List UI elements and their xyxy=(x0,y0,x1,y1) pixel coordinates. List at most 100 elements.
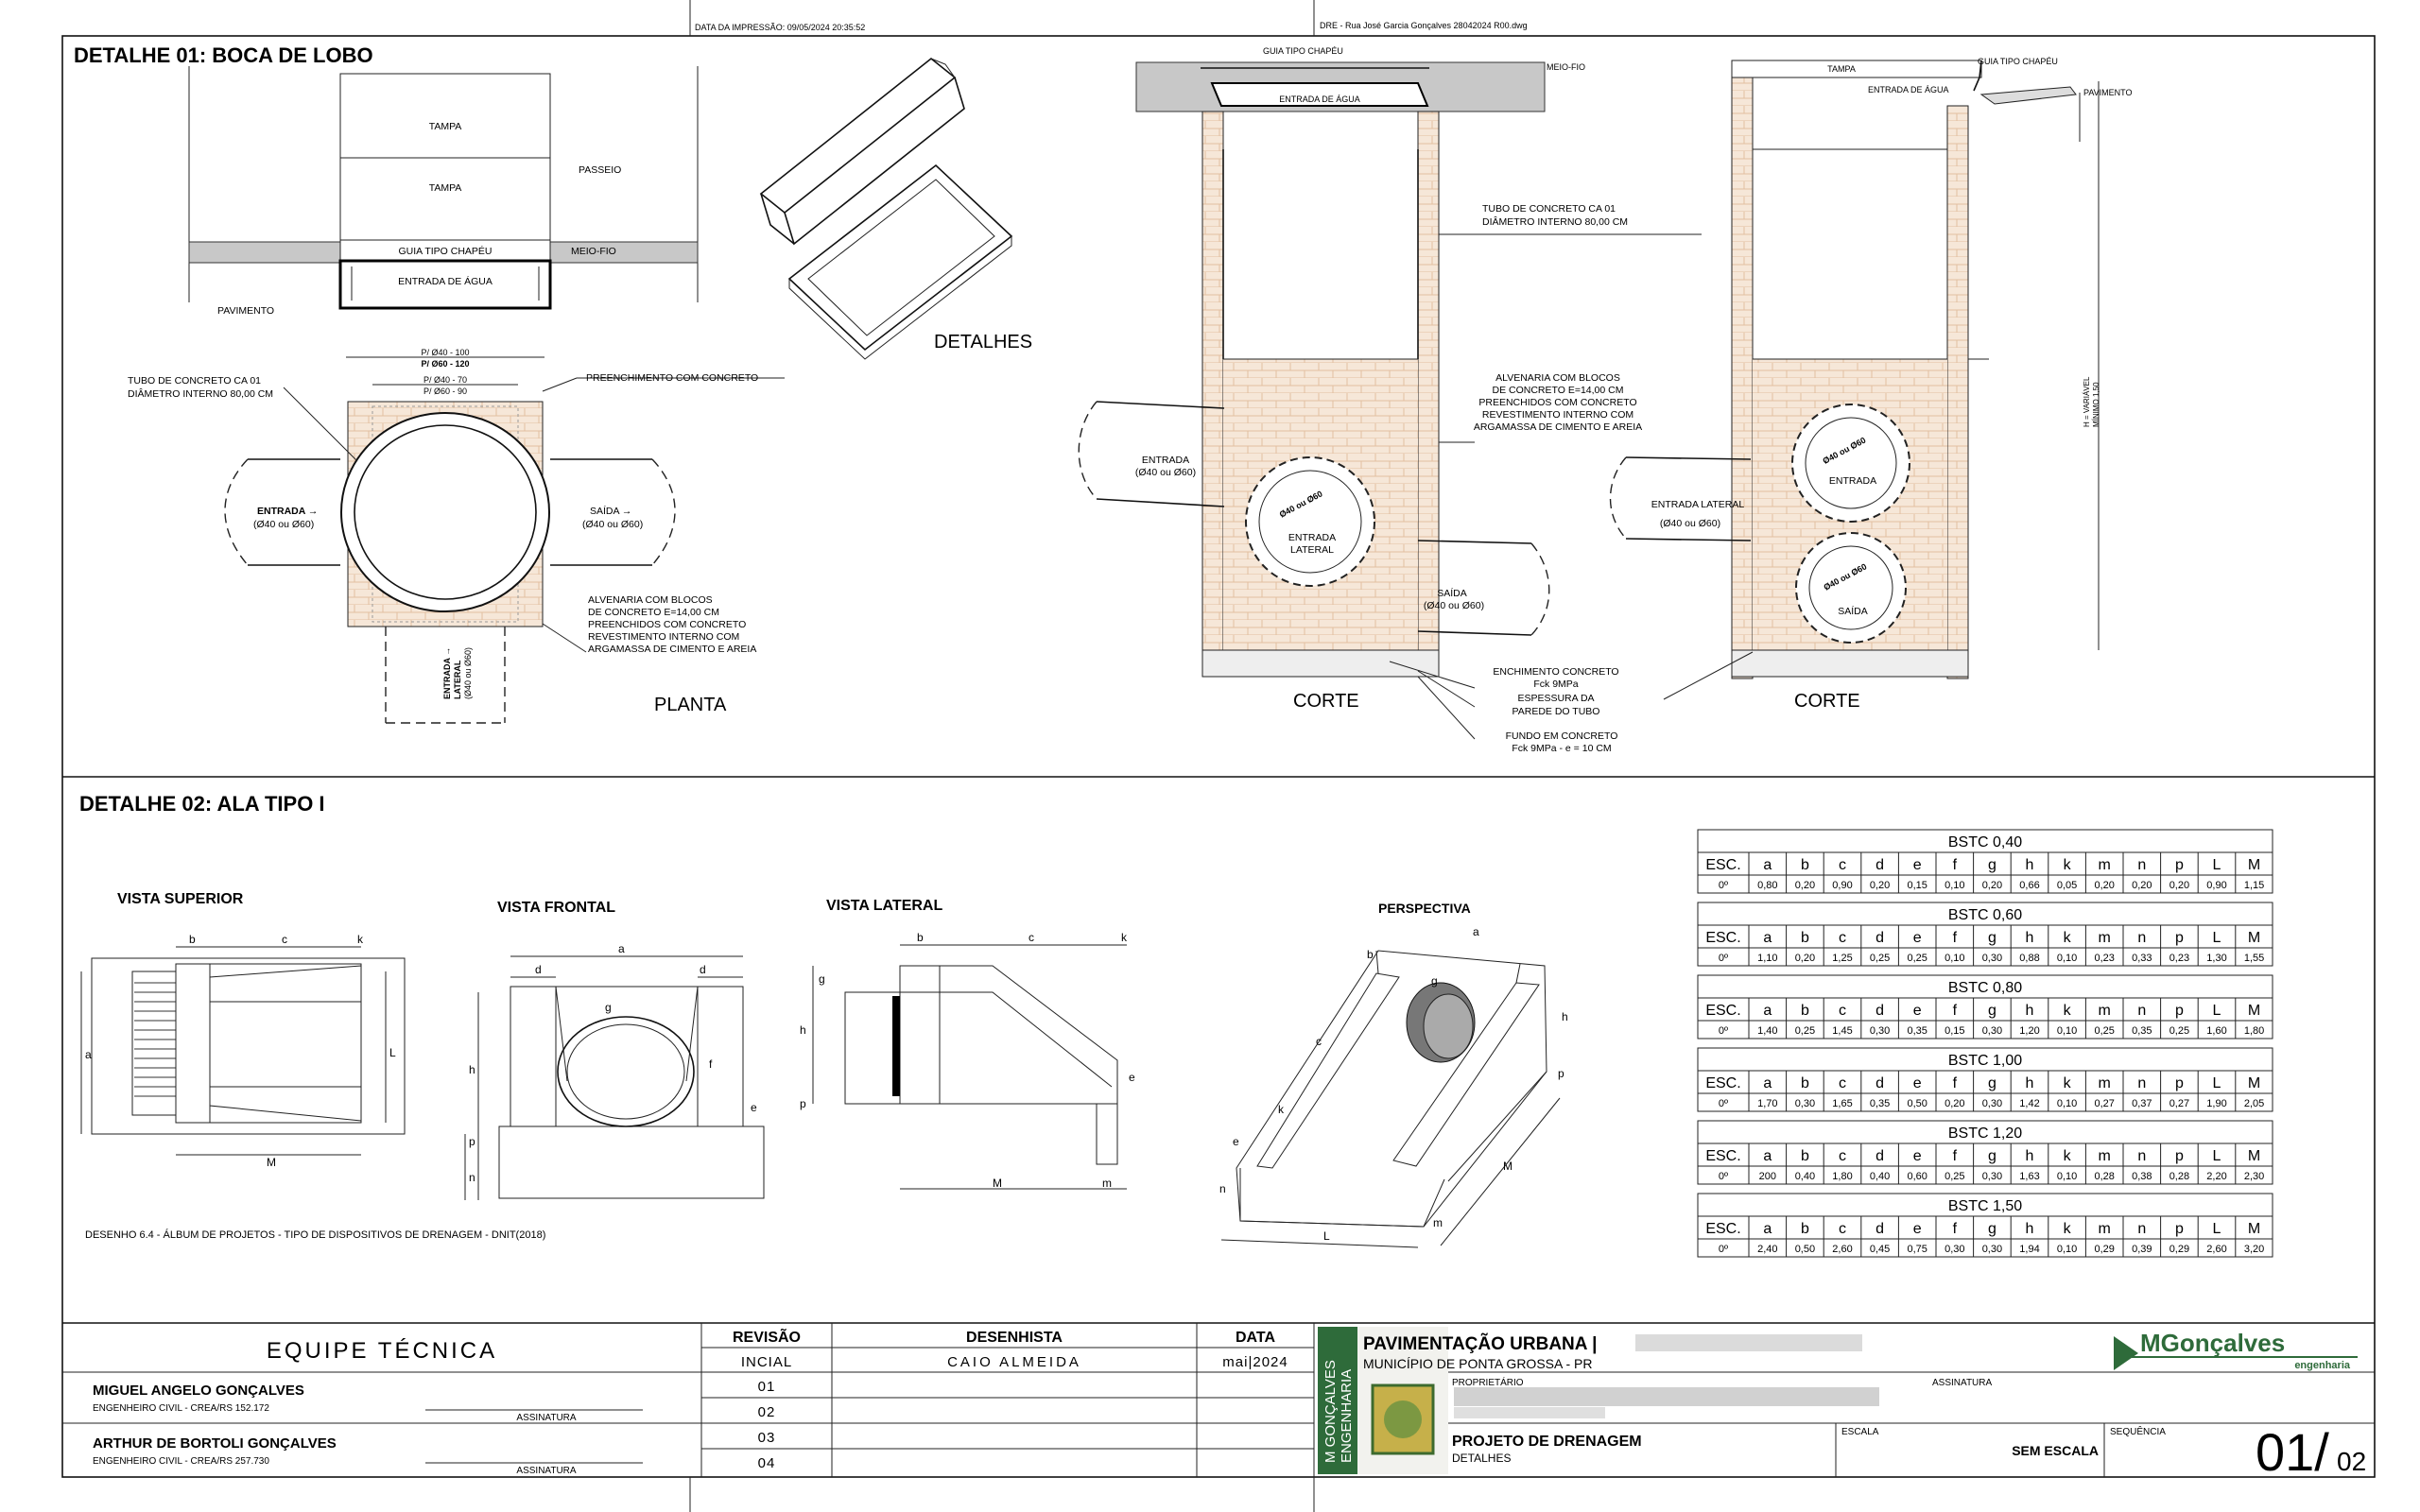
rev-0: INCIAL xyxy=(741,1354,792,1370)
bstc-header-cell: e xyxy=(1913,857,1922,873)
bstc-value-cell: 0,25 xyxy=(2169,1025,2189,1037)
sup-c: c xyxy=(282,933,287,946)
bstc-header-cell: e xyxy=(1913,930,1922,946)
bstc-header-cell: m xyxy=(2099,1003,2111,1019)
bstc-header-cell: n xyxy=(2137,930,2146,946)
corte1-saida-1: SAÍDA xyxy=(1437,587,1467,599)
elev-meio-fio: MEIO-FIO xyxy=(571,246,616,257)
bstc-header-cell: M xyxy=(2248,930,2260,946)
bstc-block-frame xyxy=(1697,902,2273,967)
bstc-value-cell: 1,90 xyxy=(2206,1098,2226,1109)
bstc-header-cell: n xyxy=(2137,1003,2146,1019)
plan-saida-1: SAÍDA → xyxy=(590,505,631,517)
per-g: g xyxy=(1431,974,1438,988)
project-title: PAVIMENTAÇÃO URBANA | xyxy=(1363,1333,1597,1354)
bstc-header-cell: d xyxy=(1876,1221,1884,1237)
bstc-value-cell: 0º xyxy=(1719,1098,1728,1109)
plan-dim2b: P/ Ø60 - 90 xyxy=(424,387,467,396)
bstc-value-cell: 3,20 xyxy=(2244,1244,2264,1255)
bstc-value-cell: 0,20 xyxy=(1982,880,2002,891)
projeto-detalhes: DETALHES xyxy=(1452,1452,1511,1465)
folha-total: 02 xyxy=(2337,1447,2366,1476)
bstc-value-cell: 0,10 xyxy=(2057,1025,2077,1037)
bstc-value-cell: 2,05 xyxy=(2244,1098,2264,1109)
bstc-block-frame xyxy=(1697,1047,2273,1112)
bstc-header-cell: p xyxy=(2175,1221,2184,1237)
corte2-hvar-2: MÍNIMO 1,50 xyxy=(2092,382,2100,427)
bstc-header-cell: f xyxy=(1953,857,1958,873)
per-k: k xyxy=(1278,1103,1285,1116)
bstc-header-cell: a xyxy=(1763,1221,1772,1237)
bstc-value-cell: 2,40 xyxy=(1757,1244,1777,1255)
bstc-header-cell: L xyxy=(2213,857,2221,873)
bstc-header-cell: L xyxy=(2213,1003,2221,1019)
per-h: h xyxy=(1562,1010,1568,1023)
bstc-value-cell: 0º xyxy=(1719,1244,1728,1255)
bstc-header-cell: f xyxy=(1953,1221,1958,1237)
fr-d2: d xyxy=(700,963,706,976)
bstc-value-cell: 0,10 xyxy=(2057,1171,2077,1182)
per-e: e xyxy=(1233,1135,1239,1148)
bstc-block-frame xyxy=(1697,829,2273,894)
bstc-title: BSTC 0,60 xyxy=(1948,907,2022,923)
member2-name: ARTHUR DE BORTOLI GONÇALVES xyxy=(93,1435,337,1452)
bstc-value-cell: 0,20 xyxy=(2094,880,2114,891)
plan-tubo-1: TUBO DE CONCRETO CA 01 xyxy=(128,375,261,387)
bstc-header-cell: d xyxy=(1876,1148,1884,1164)
bstc-value-cell: 1,42 xyxy=(2019,1098,2039,1109)
bstc-header-cell: m xyxy=(2099,857,2111,873)
revisao-header: REVISÃO xyxy=(733,1327,801,1346)
view-frontal: VISTA FRONTAL xyxy=(497,900,615,916)
fr-d1: d xyxy=(535,963,542,976)
bstc-header-cell: f xyxy=(1953,930,1958,946)
bstc-value-cell: 1,55 xyxy=(2244,953,2264,964)
bstc-header-cell: k xyxy=(2064,1221,2072,1237)
bstc-value-cell: 0,40 xyxy=(1870,1171,1890,1182)
folha-numero: 01/ xyxy=(2256,1422,2329,1482)
mgoncalves-logo xyxy=(2114,1336,2358,1370)
bstc-header-cell: m xyxy=(2099,1221,2111,1237)
bstc-value-cell: 0,25 xyxy=(1795,1025,1815,1037)
view-superior: VISTA SUPERIOR xyxy=(117,891,244,907)
bstc-value-cell: 0,20 xyxy=(1795,880,1815,891)
bstc-header-cell: a xyxy=(1763,930,1772,946)
per-M: M xyxy=(1503,1160,1512,1173)
bstc-value-cell: 0,88 xyxy=(2019,953,2039,964)
bstc-header-cell: k xyxy=(2064,930,2072,946)
bstc-value-cell: 0,28 xyxy=(2169,1171,2189,1182)
bstc-value-cell: 0,66 xyxy=(2019,880,2039,891)
print-date: DATA DA IMPRESSÃO: 09/05/2024 20:35:52 xyxy=(695,23,865,32)
bstc-value-cell: 2,60 xyxy=(1832,1244,1852,1255)
rev-3: 03 xyxy=(758,1430,776,1446)
corte2-entrada: ENTRADA xyxy=(1829,475,1876,487)
corte1-entrada-agua: ENTRADA DE ÁGUA xyxy=(1279,94,1360,104)
plan-entrada-2: (Ø40 ou Ø60) xyxy=(253,519,314,530)
assinatura-label: ASSINATURA xyxy=(1932,1378,1992,1388)
detalhes-label: DETALHES xyxy=(934,332,1032,352)
sup-M: M xyxy=(267,1156,276,1169)
ala-perspectiva xyxy=(1220,950,1561,1248)
bstc-header-cell: M xyxy=(2248,1221,2260,1237)
sup-b: b xyxy=(189,933,196,946)
bstc-value-cell: 1,70 xyxy=(1757,1098,1777,1109)
bstc-header-cell: m xyxy=(2099,1075,2111,1091)
bstc-header-cell: n xyxy=(2137,857,2146,873)
bstc-value-cell: 2,60 xyxy=(2206,1244,2226,1255)
bstc-header-cell: g xyxy=(1988,930,1996,946)
bstc-header-cell: e xyxy=(1913,1148,1922,1164)
bstc-block-frame xyxy=(1697,1193,2273,1258)
bstc-value-cell: 0,60 xyxy=(1907,1171,1927,1182)
bstc-value-cell: 0,10 xyxy=(2057,1244,2077,1255)
bstc-header-cell: g xyxy=(1988,1221,1996,1237)
bstc-header-cell: M xyxy=(2248,1075,2260,1091)
title-block xyxy=(62,1322,2375,1477)
sup-a: a xyxy=(85,1048,92,1061)
corte1-ench-2: Fck 9MPa xyxy=(1533,679,1578,690)
bstc-value-cell: 0,20 xyxy=(1870,880,1890,891)
bstc-value-cell: 0,40 xyxy=(1795,1171,1815,1182)
bstc-header-cell: h xyxy=(2026,1148,2034,1164)
bstc-header-cell: n xyxy=(2137,1075,2146,1091)
desenhista-name: CAIO ALMEIDA xyxy=(947,1354,1081,1370)
bstc-value-cell: 0,38 xyxy=(2132,1171,2152,1182)
bstc-header-cell: h xyxy=(2026,857,2034,873)
